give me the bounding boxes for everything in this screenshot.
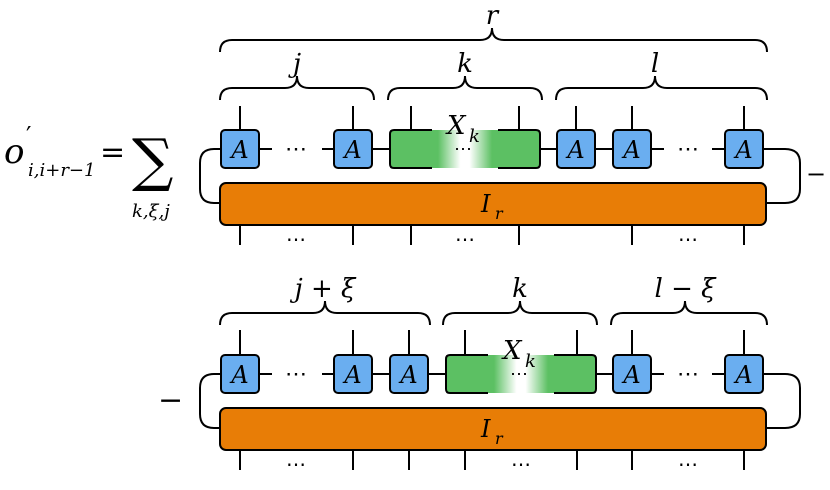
- tensor-a: A: [612, 354, 652, 394]
- bottom-left-boundary-loop: [199, 373, 221, 429]
- bottom-right-boundary-loop: [763, 373, 801, 429]
- lhs-prime: ′: [26, 122, 31, 150]
- lhs-symbol: o: [4, 132, 24, 172]
- svg-text:A: A: [565, 136, 584, 164]
- gate-subscript: k: [469, 126, 480, 147]
- brace-l-minus-xi: [610, 300, 768, 326]
- svg-text:A: A: [621, 361, 640, 389]
- brace-j-plus-xi: [219, 300, 431, 326]
- svg-text:A: A: [621, 136, 640, 164]
- equals-sign: =: [100, 135, 125, 170]
- summation-symbol: ∑: [132, 126, 173, 194]
- gate-x-k: X k ⋯: [445, 336, 597, 394]
- brace-l: [555, 75, 768, 101]
- svg-text:r: r: [495, 429, 504, 448]
- top-tensor-row: A A A A A X k ⋯ ⋯ ⋯: [220, 111, 764, 169]
- svg-text:A: A: [733, 361, 752, 389]
- dots: ⋯: [455, 227, 475, 251]
- brace-label-r: r: [486, 1, 500, 31]
- dots: ⋯: [678, 452, 698, 476]
- svg-text:I: I: [480, 190, 491, 218]
- tensor-a: A: [333, 354, 373, 394]
- gate-x-k: X k ⋯: [389, 111, 541, 169]
- tensor-a: A: [724, 354, 764, 394]
- top-right-boundary-loop: [763, 148, 801, 204]
- brace-k: [442, 300, 598, 326]
- minus-sign: −: [806, 160, 826, 188]
- gate-dots: ⋯: [510, 364, 528, 385]
- tensor-a: A: [612, 129, 652, 169]
- brace-label-k: k: [457, 49, 473, 79]
- tensor-a: A: [220, 129, 260, 169]
- svg-text:A: A: [342, 361, 361, 389]
- svg-text:A: A: [398, 361, 417, 389]
- bottom-upper-legs: [239, 330, 745, 355]
- summation-subscript: k,ξ,j: [132, 201, 170, 222]
- gate-subscript: k: [525, 351, 536, 372]
- top-lower-legs: [239, 225, 745, 245]
- brace-label-l-minus-xi: l − ξ: [655, 274, 718, 304]
- tensor-a: A: [556, 129, 596, 169]
- dots: ⋯: [511, 452, 531, 476]
- dots: ⋯: [677, 362, 699, 387]
- gate-label: X: [445, 111, 467, 141]
- tensor-a: A: [724, 129, 764, 169]
- tensor-a: A: [220, 354, 260, 394]
- top-term: [199, 27, 801, 245]
- lhs-subscript: i,i+r−1: [28, 160, 95, 181]
- brace-label-j: j: [288, 49, 301, 79]
- dots: ⋯: [286, 227, 306, 251]
- brace-label-l: l: [651, 49, 659, 79]
- gate-dots: ⋯: [454, 139, 472, 160]
- brace-label-j-plus-xi: j + ξ: [290, 274, 357, 304]
- identity-i-r: I r: [219, 182, 767, 226]
- gate-label: X: [501, 336, 523, 366]
- identity-i-r: I r: [219, 407, 767, 451]
- bottom-term: [199, 300, 801, 470]
- tensor-a: A: [389, 354, 429, 394]
- dots: ⋯: [285, 137, 307, 162]
- bottom-tensor-row: A A A A A X k ⋯ ⋯ ⋯: [220, 336, 764, 394]
- dots: ⋯: [677, 137, 699, 162]
- dots: ⋯: [678, 227, 698, 251]
- brace-k: [387, 75, 543, 101]
- brace-label-k: k: [512, 274, 528, 304]
- svg-text:I: I: [480, 415, 491, 443]
- minus-sign: −: [158, 383, 183, 418]
- dots: ⋯: [286, 452, 306, 476]
- svg-text:A: A: [733, 136, 752, 164]
- svg-text:r: r: [495, 204, 504, 223]
- svg-text:A: A: [229, 361, 248, 389]
- tensor-a: A: [333, 129, 373, 169]
- svg-text:A: A: [342, 136, 361, 164]
- top-left-boundary-loop: [199, 148, 221, 204]
- top-upper-legs: [239, 106, 745, 130]
- bottom-lower-legs: [239, 450, 745, 470]
- brace-r: [219, 27, 768, 53]
- brace-j: [219, 75, 375, 101]
- svg-text:A: A: [229, 136, 248, 164]
- dots: ⋯: [285, 362, 307, 387]
